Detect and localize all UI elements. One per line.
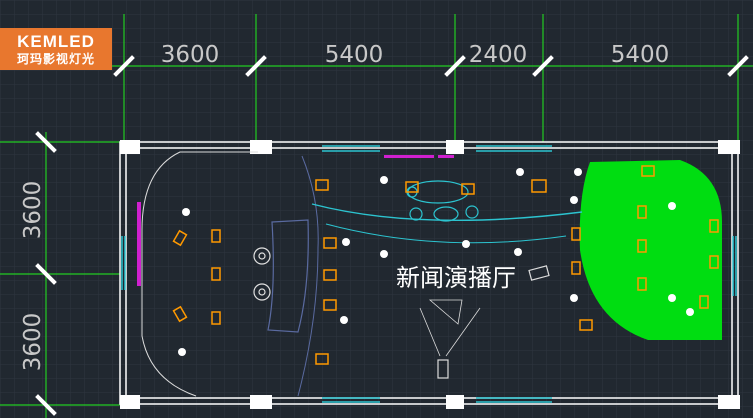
dimension-top-2: 5400 bbox=[325, 42, 384, 68]
logo-subtitle: 珂玛影视灯光 bbox=[16, 52, 95, 66]
dimension-top-3: 2400 bbox=[469, 42, 528, 68]
dimension-top-4: 5400 bbox=[611, 42, 670, 68]
window-openings bbox=[121, 145, 737, 403]
brand-logo: KEMLED 珂玛影视灯光 bbox=[0, 28, 112, 70]
set-curves bbox=[141, 151, 583, 397]
wall-columns bbox=[120, 140, 740, 409]
camera-icon bbox=[437, 265, 550, 379]
dimension-left-2: 3600 bbox=[20, 313, 46, 372]
dimension-top-1: 3600 bbox=[161, 42, 220, 68]
room-walls bbox=[119, 141, 739, 405]
anchor-desk bbox=[267, 219, 309, 333]
magenta-led-strips bbox=[137, 155, 454, 286]
dimension-ticks bbox=[35, 55, 749, 416]
logo-brand-text: KEMLED bbox=[17, 32, 95, 51]
stage-light-fixtures bbox=[172, 165, 719, 365]
green-screen-area bbox=[579, 160, 722, 340]
presenter-seat-icon bbox=[253, 247, 271, 301]
room-label: 新闻演播厅 bbox=[396, 264, 516, 292]
spotlight-fixtures bbox=[178, 168, 694, 356]
dimension-left-1: 3600 bbox=[20, 181, 46, 240]
